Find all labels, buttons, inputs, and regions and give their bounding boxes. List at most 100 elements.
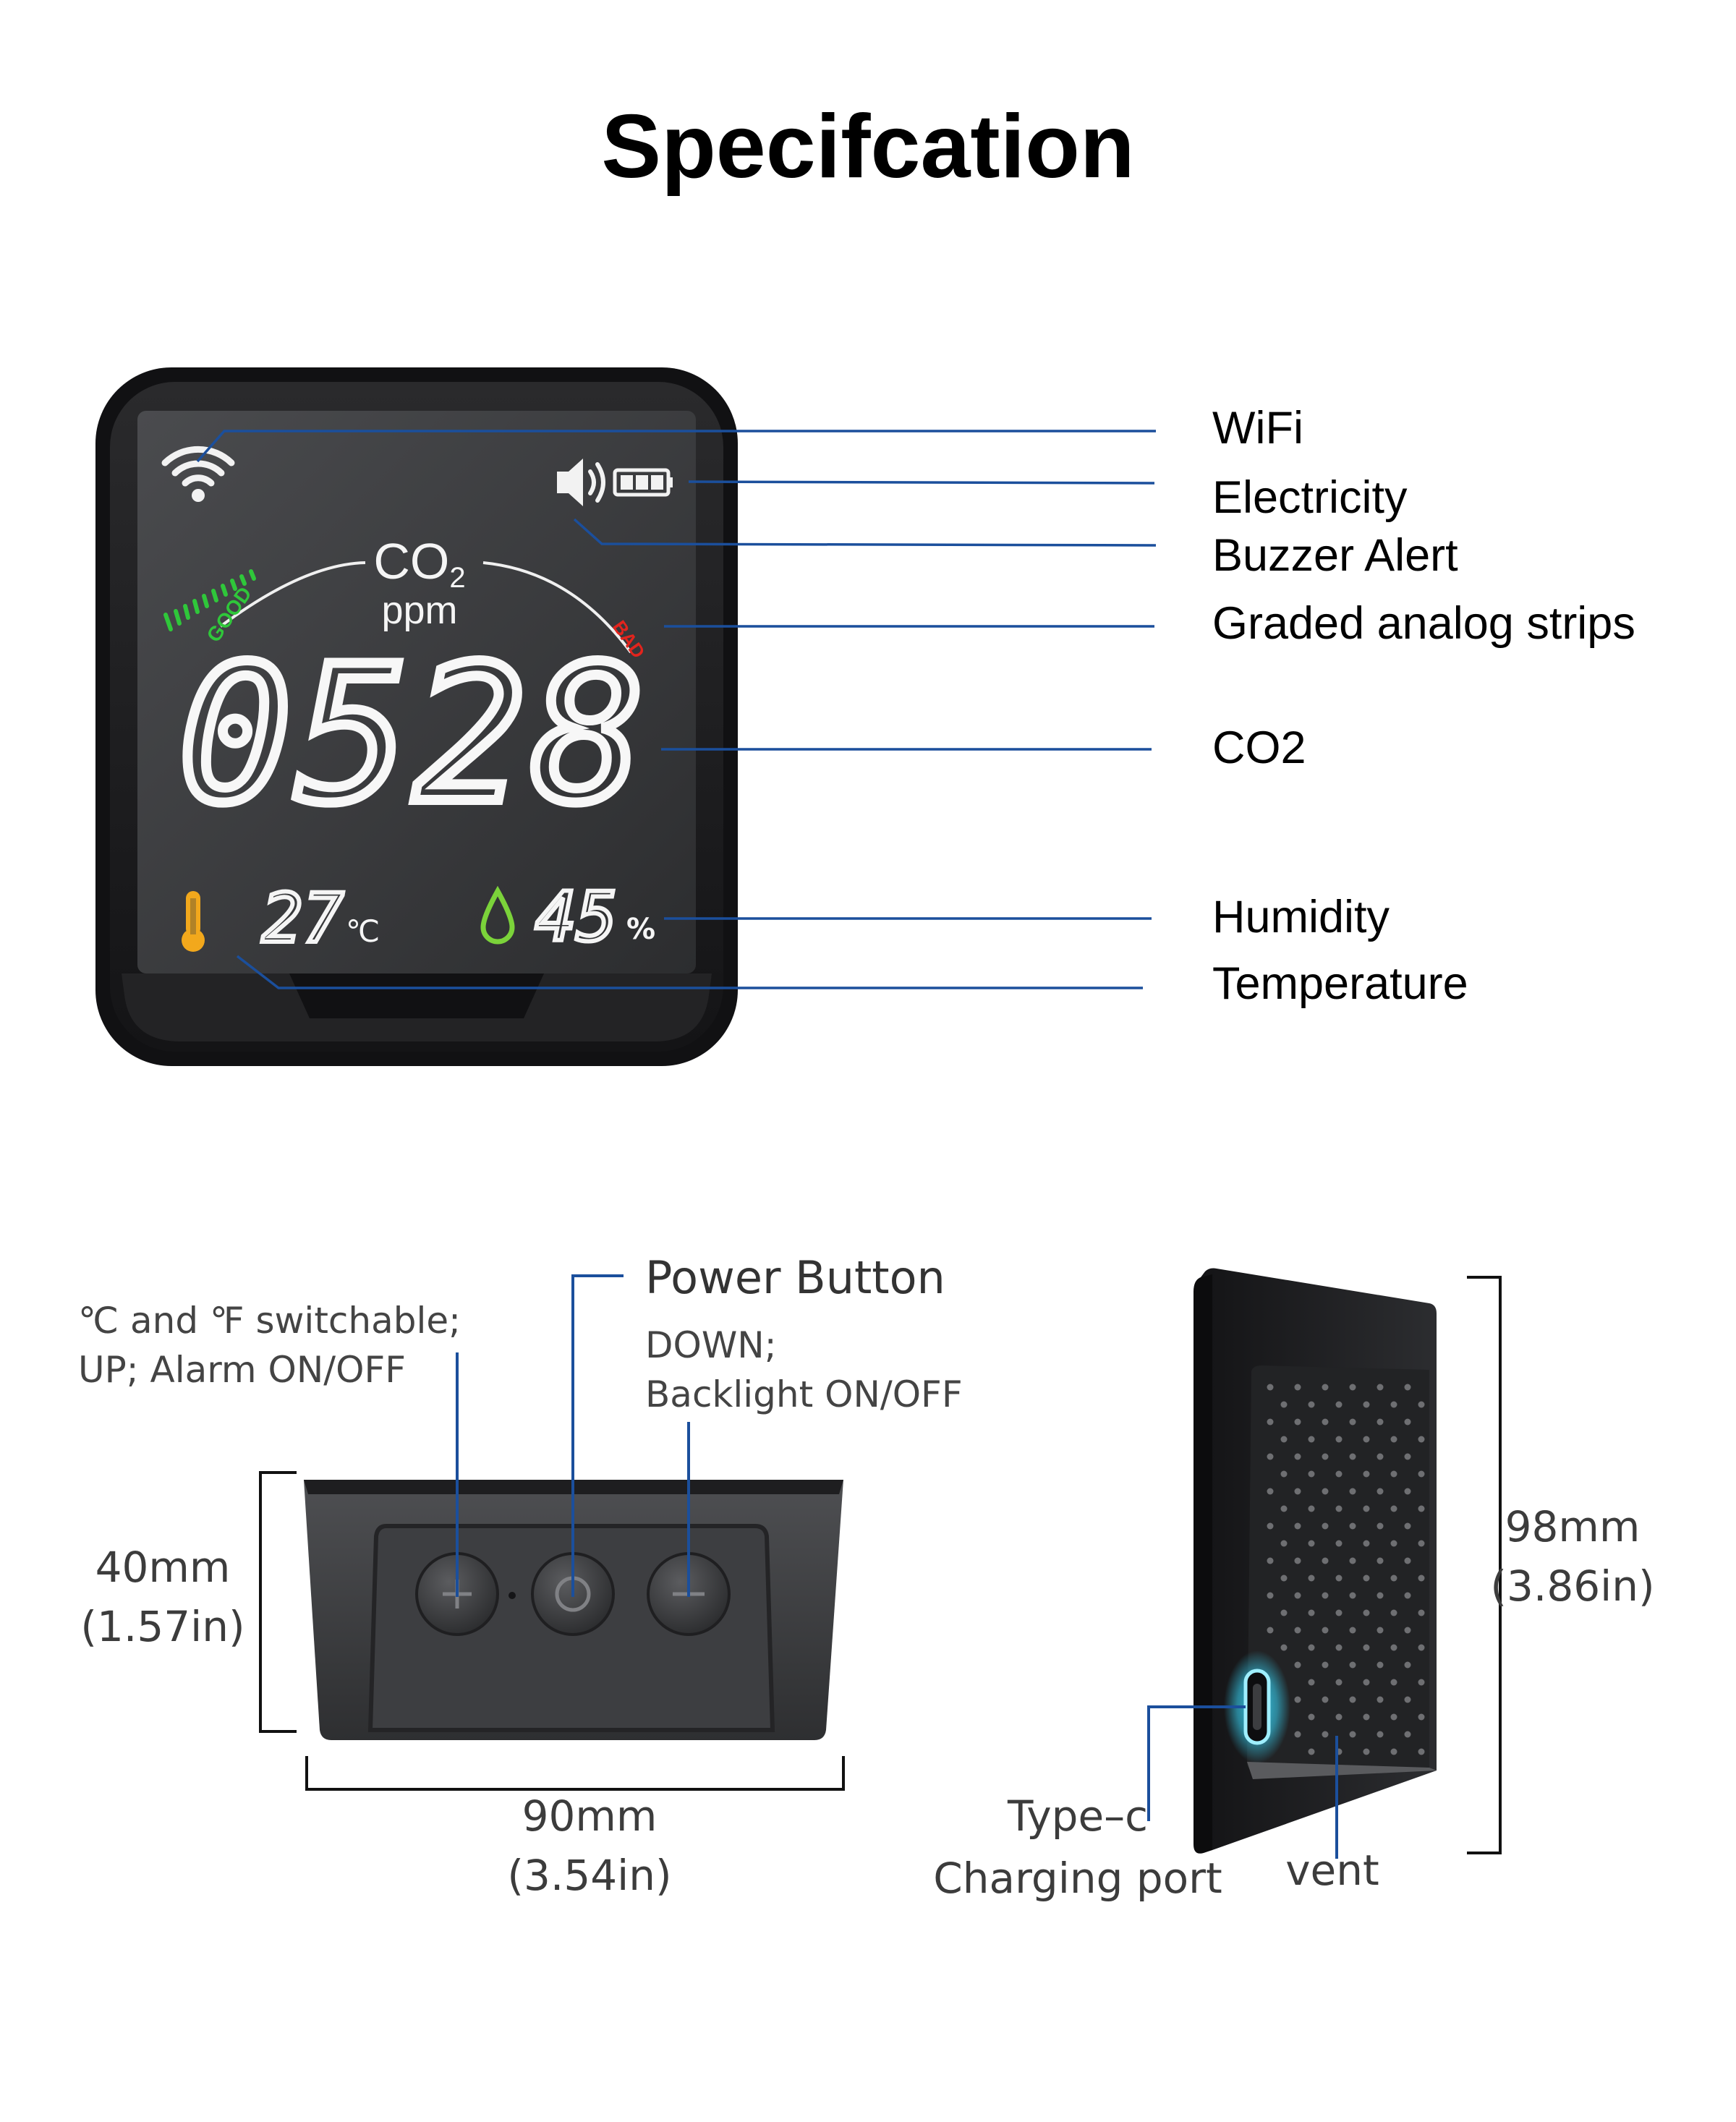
vent-hole <box>1322 1418 1329 1426</box>
vent-hole <box>1294 1731 1301 1738</box>
right-note-line-2: Backlight ON/OFF <box>645 1373 963 1415</box>
vent-hole <box>1280 1470 1288 1478</box>
vent-hole <box>1363 1540 1370 1547</box>
vent-hole <box>1267 1557 1274 1564</box>
battery-icon <box>613 468 673 497</box>
vent-hole <box>1349 1592 1356 1599</box>
vent-hole <box>1335 1436 1343 1443</box>
vent-label: vent <box>1285 1846 1379 1895</box>
vent-hole <box>1349 1627 1356 1634</box>
vent-hole <box>1308 1436 1315 1443</box>
vent-hole <box>1349 1453 1356 1460</box>
side-view-svg <box>1147 1268 1502 1859</box>
vent-hole <box>1294 1453 1301 1460</box>
vent-hole <box>1390 1540 1397 1547</box>
bottom-height-dimension: 40mm (1.57in) <box>58 1538 268 1656</box>
vent-hole <box>1363 1713 1370 1721</box>
vent-hole <box>1390 1679 1397 1686</box>
vent-hole <box>1390 1401 1397 1408</box>
vent-hole <box>1418 1540 1425 1547</box>
vent-hole <box>1349 1522 1356 1530</box>
temperature-unit: ℃ <box>346 913 380 949</box>
vent-hole <box>1418 1470 1425 1478</box>
left-button-note: ℃ and ℉ switchable; UP; Alarm ON/OFF <box>78 1296 461 1394</box>
vent-hole <box>1363 1505 1370 1512</box>
vent-hole <box>1390 1748 1397 1755</box>
callout-temperature: Temperature <box>1212 958 1468 1009</box>
lcd-screen <box>137 411 696 973</box>
callout-wifi: WiFi <box>1212 403 1303 453</box>
vent-hole <box>1335 1540 1343 1547</box>
droplet-icon <box>480 885 515 945</box>
vent-hole <box>1418 1748 1425 1755</box>
vent-hole <box>1418 1609 1425 1616</box>
vent-hole <box>1377 1592 1384 1599</box>
speaker-icon <box>557 459 605 506</box>
humidity-unit: % <box>626 913 655 946</box>
vent-hole <box>1390 1505 1397 1512</box>
vent-hole <box>1377 1557 1384 1564</box>
left-note-line-2: UP; Alarm ON/OFF <box>78 1349 406 1391</box>
vent-hole <box>1308 1713 1315 1721</box>
vent-hole <box>1308 1609 1315 1616</box>
vent-hole <box>1390 1436 1397 1443</box>
co2-label: CO2 <box>373 533 465 594</box>
vent-hole <box>1322 1557 1329 1564</box>
vent-hole <box>1349 1661 1356 1669</box>
bottom-width-in: (3.54in) <box>507 1851 672 1900</box>
vent-hole <box>1390 1470 1397 1478</box>
leader-lines <box>196 430 1157 989</box>
callout-humidity: Humidity <box>1212 892 1390 942</box>
vent-hole <box>1335 1575 1343 1582</box>
vent-hole <box>1404 1592 1411 1599</box>
vent-hole <box>1308 1540 1315 1547</box>
side-vent-panel <box>1247 1365 1429 1771</box>
callout-buzzer-alert: Buzzer Alert <box>1212 530 1458 581</box>
callout-electricity: Electricity <box>1212 472 1408 523</box>
side-device-edge <box>1194 1274 1212 1854</box>
vent-hole <box>1349 1557 1356 1564</box>
vent-hole <box>1418 1644 1425 1651</box>
vent-hole <box>1308 1401 1315 1408</box>
vent-hole <box>1335 1401 1343 1408</box>
vent-hole <box>1280 1540 1288 1547</box>
vent-hole <box>1322 1627 1329 1634</box>
vent-hole <box>1418 1713 1425 1721</box>
wifi-icon <box>161 446 235 502</box>
vent-hole <box>1267 1384 1274 1391</box>
vent-hole <box>1335 1679 1343 1686</box>
vent-hole <box>1335 1609 1343 1616</box>
vent-hole <box>1418 1436 1425 1443</box>
vent-hole <box>1418 1505 1425 1512</box>
vent-hole <box>1377 1731 1384 1738</box>
vent-hole <box>1267 1488 1274 1495</box>
vent-hole <box>1267 1592 1274 1599</box>
leader-type-c <box>1147 1705 1246 1821</box>
graded-analog-strip <box>163 569 256 631</box>
side-height-in: (3.86in) <box>1490 1561 1655 1611</box>
co2-value: 0528 <box>179 626 649 845</box>
vent-hole <box>1418 1679 1425 1686</box>
right-note-line-1: DOWN; <box>645 1324 777 1366</box>
vent-hole <box>1294 1627 1301 1634</box>
usb-c-tongue <box>1253 1684 1261 1730</box>
leader-temperature <box>236 955 1143 989</box>
vent-hole <box>1363 1470 1370 1478</box>
vent-hole <box>1322 1661 1329 1669</box>
vent-hole <box>1308 1470 1315 1478</box>
vent-hole <box>1418 1401 1425 1408</box>
vent-hole <box>1322 1522 1329 1530</box>
leader-wifi <box>196 430 1156 463</box>
vent-hole <box>1267 1453 1274 1460</box>
vent-hole <box>1404 1488 1411 1495</box>
vent-hole <box>1280 1644 1288 1651</box>
vent-hole <box>1308 1679 1315 1686</box>
side-height-mm: 98mm <box>1505 1502 1641 1551</box>
leader-power-button <box>571 1274 624 1597</box>
vent-hole <box>1308 1748 1315 1755</box>
vent-hole <box>1377 1488 1384 1495</box>
vent-holes <box>1267 1384 1425 1755</box>
vent-hole <box>1390 1609 1397 1616</box>
vent-hole <box>1294 1384 1301 1391</box>
page-title: Specifcation <box>601 97 1135 197</box>
